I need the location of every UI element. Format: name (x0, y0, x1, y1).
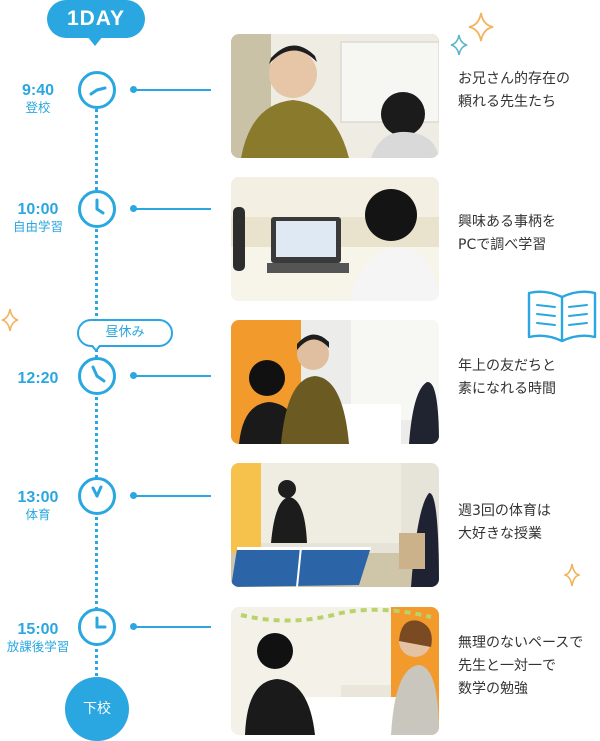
activity-label: 登校 (25, 100, 51, 115)
time-label: 15:00 (17, 621, 59, 638)
caption-1220: 年上の友だちと 素になれる時間 (458, 355, 556, 401)
caption-0940: お兄さん的存在の 頼れる先生たち (458, 68, 570, 114)
photo-table-tennis (231, 463, 439, 587)
clock-icon (78, 357, 116, 395)
caption-1300: 週3回の体育は 大好きな授業 (458, 500, 551, 546)
caption-line: 無理のないペースで (458, 635, 584, 651)
clock-icon (78, 71, 116, 109)
clock-icon (78, 608, 116, 646)
day-badge-tail (87, 36, 103, 46)
day-badge: 1DAY (47, 0, 145, 38)
timeline-connector (130, 205, 211, 212)
timeline-connector (130, 623, 211, 630)
clock-icon (78, 190, 116, 228)
lunch-break-bubble: 昼休み (77, 319, 173, 347)
time-entry-1300: 13:00 体育 (3, 489, 73, 523)
time-label: 9:40 (21, 82, 55, 99)
caption-line: 興味ある事柄を (458, 214, 556, 230)
time-entry-0940: 9:40 登校 (3, 82, 73, 116)
activity-label: 体育 (25, 507, 51, 522)
clock-icon (78, 477, 116, 515)
caption-line: 頼れる先生たち (458, 94, 556, 110)
caption-line: 先生と一対一で (458, 658, 556, 674)
caption-line: PCで調べ学習 (458, 237, 547, 253)
sparkle-icon (1, 308, 19, 332)
photo-lunch-friends (231, 320, 439, 444)
sparkle-icon (468, 12, 494, 42)
caption-line: 素になれる時間 (458, 381, 556, 397)
time-entry-1220: 12:20 (3, 370, 73, 388)
timeline-connector (130, 86, 211, 93)
time-entry-1000: 10:00 自由学習 (3, 201, 73, 235)
caption-line: 週3回の体育は (458, 503, 551, 519)
activity-label: 放課後学習 (6, 639, 70, 654)
caption-1500: 無理のないペースで 先生と一対一で 数学の勉強 (458, 632, 583, 701)
sparkle-icon (450, 34, 468, 56)
photo-pc-study (231, 177, 439, 301)
caption-line: 大好きな授業 (458, 526, 542, 542)
activity-label: 自由学習 (12, 219, 63, 234)
lunch-bubble-tail-inner (92, 344, 100, 349)
caption-line: 数学の勉強 (458, 681, 528, 697)
caption-line: 年上の友だちと (458, 358, 556, 374)
end-of-day-circle: 下校 (65, 677, 129, 741)
timeline-connector (130, 492, 211, 499)
timeline-connector (130, 372, 211, 379)
sparkle-icon (564, 563, 580, 587)
time-label: 13:00 (17, 489, 59, 506)
caption-1000: 興味ある事柄を PCで調べ学習 (458, 211, 556, 257)
book-icon (527, 290, 597, 343)
time-label: 10:00 (17, 201, 59, 218)
photo-teachers (231, 34, 439, 158)
caption-line: お兄さん的存在の (458, 71, 570, 87)
time-label: 12:20 (17, 370, 59, 387)
photo-math-study (231, 607, 439, 735)
time-entry-1500: 15:00 放課後学習 (3, 621, 73, 655)
